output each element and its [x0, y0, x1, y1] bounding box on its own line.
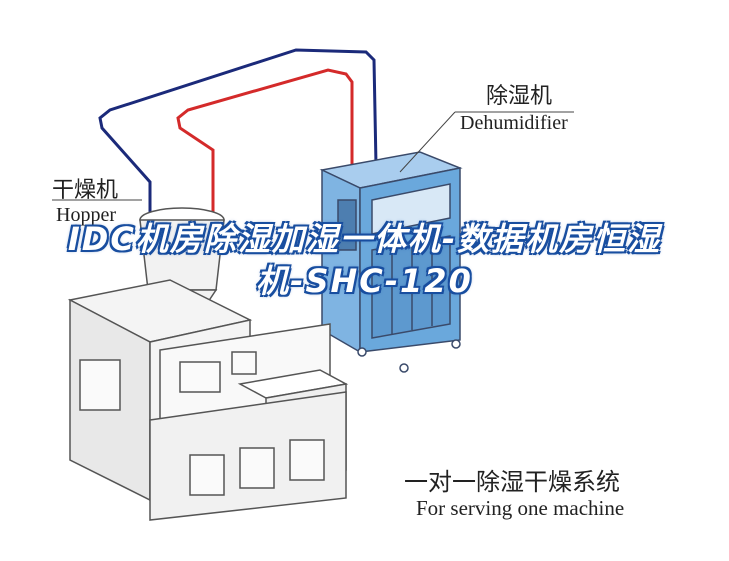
- dehumidifier-label-cn: 除湿机: [486, 84, 553, 109]
- dehumidifier-label-en: Dehumidifier: [460, 112, 568, 134]
- pipe-red: [176, 68, 354, 232]
- leader-lines: [52, 111, 574, 201]
- system-label-cn: 一对一除湿干燥系统: [404, 468, 620, 496]
- molding-machine: [67, 279, 349, 521]
- hopper-label-cn: 干燥机: [52, 178, 119, 203]
- hopper-label-en: Hopper: [56, 204, 116, 226]
- system-label-en: For serving one machine: [416, 496, 625, 520]
- overlay-title: IDC机房除湿加湿一体机-数据机房恒湿机-SHC-120: [67, 220, 662, 300]
- dehumidifier-unit: [319, 151, 463, 373]
